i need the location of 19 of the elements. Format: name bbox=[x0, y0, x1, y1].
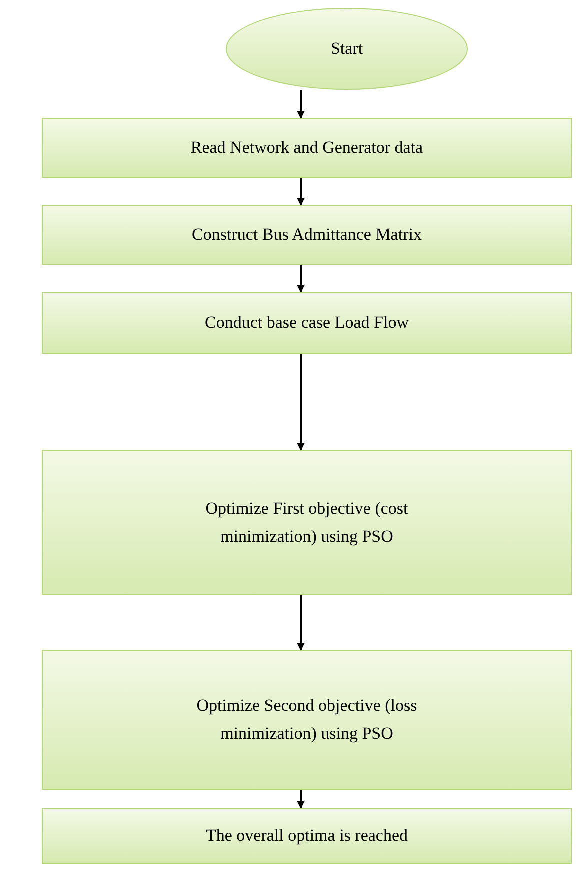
arrow bbox=[297, 354, 305, 451]
process-box bbox=[42, 205, 572, 265]
node-text: Start bbox=[330, 38, 364, 60]
arrow bbox=[297, 178, 305, 206]
process-box bbox=[42, 118, 572, 178]
node-text: The overall optima is reached bbox=[206, 825, 408, 847]
process-box bbox=[42, 808, 572, 864]
process-box bbox=[42, 292, 572, 354]
node-text: Optimize Second objective (loss minimization) using PSO bbox=[196, 695, 418, 745]
node-text: Construct Bus Admittance Matrix bbox=[192, 224, 422, 246]
arrow bbox=[297, 595, 305, 651]
node-text: Optimize First objective (cost minimization) using PSO bbox=[204, 498, 410, 548]
process-box bbox=[42, 650, 572, 790]
arrow bbox=[297, 790, 305, 809]
process-box bbox=[42, 450, 572, 595]
arrow bbox=[297, 90, 305, 119]
node-text: Read Network and Generator data bbox=[190, 137, 424, 159]
node-text: Conduct base case Load Flow bbox=[205, 312, 409, 334]
arrow bbox=[297, 265, 305, 293]
